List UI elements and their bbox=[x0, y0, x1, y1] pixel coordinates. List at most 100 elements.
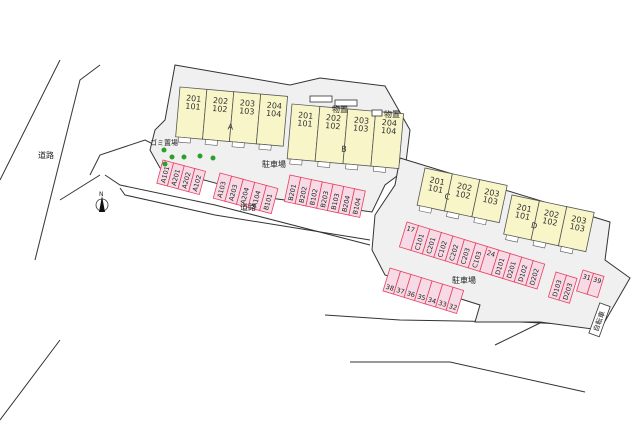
unit-upper: 201 bbox=[186, 94, 202, 104]
garbage-label: ゴミ置場 bbox=[150, 138, 178, 147]
unit-upper: 202 bbox=[326, 113, 342, 123]
parking-stall: D201 bbox=[502, 253, 523, 283]
parking-stall: B104 bbox=[348, 188, 366, 218]
svg-text:B102: B102 bbox=[308, 188, 319, 206]
unit-lower: 103 bbox=[239, 106, 255, 116]
parking-stall: C102 bbox=[433, 232, 454, 262]
svg-text:33: 33 bbox=[437, 299, 447, 309]
bicycle-parking: 自転車 bbox=[588, 302, 611, 338]
unit-lower: 101 bbox=[514, 210, 531, 222]
storage-label-1: 物置 bbox=[332, 104, 348, 114]
road-label-center: 道路 bbox=[240, 202, 256, 212]
unit-lower: 102 bbox=[212, 104, 228, 114]
unit-upper: 202 bbox=[543, 208, 560, 220]
unit-upper: 201 bbox=[298, 111, 314, 121]
unit-upper: 202 bbox=[456, 181, 473, 193]
unit-lower: 101 bbox=[185, 102, 201, 112]
parking-stall: A101 bbox=[156, 159, 175, 187]
parking-stall: D202 bbox=[525, 260, 546, 290]
svg-text:B204: B204 bbox=[341, 195, 352, 213]
parking-stall: A102 bbox=[188, 168, 206, 196]
parking-stall: 32 bbox=[445, 286, 465, 314]
svg-text:34: 34 bbox=[427, 296, 437, 306]
parking-label-ab: 駐車場 bbox=[262, 159, 286, 169]
svg-text:31: 31 bbox=[582, 272, 592, 282]
unit-upper: 202 bbox=[213, 96, 229, 106]
unit-upper: 203 bbox=[353, 115, 369, 125]
svg-text:32: 32 bbox=[448, 302, 458, 312]
trees bbox=[161, 147, 216, 167]
svg-text:B103: B103 bbox=[330, 193, 341, 211]
unit-lower: 101 bbox=[427, 183, 444, 195]
parking-stall: D102 bbox=[513, 256, 534, 286]
parking-stall: C202 bbox=[444, 235, 465, 265]
svg-text:39: 39 bbox=[592, 276, 602, 286]
svg-text:37: 37 bbox=[395, 286, 405, 296]
unit-lower: 102 bbox=[541, 216, 558, 228]
svg-text:36: 36 bbox=[406, 289, 416, 299]
unit-lower: 102 bbox=[454, 189, 471, 201]
road-lines bbox=[0, 59, 586, 421]
svg-text:24: 24 bbox=[486, 249, 496, 259]
unit-lower: 103 bbox=[569, 222, 586, 234]
unit-upper: 201 bbox=[516, 202, 533, 214]
parking-stall: 39 bbox=[586, 272, 605, 298]
unit-upper: 204 bbox=[381, 118, 397, 128]
parking-stall: C203 bbox=[456, 239, 477, 269]
unit-lower: 103 bbox=[482, 195, 499, 207]
building-name: B bbox=[341, 144, 347, 153]
svg-text:B201: B201 bbox=[287, 183, 298, 201]
svg-text:N: N bbox=[99, 191, 104, 198]
storage-label-2: 物置 bbox=[384, 109, 400, 119]
svg-text:B104: B104 bbox=[351, 197, 362, 215]
unit-upper: 204 bbox=[266, 101, 282, 111]
building-name: A bbox=[227, 122, 234, 131]
svg-text:38: 38 bbox=[385, 283, 395, 293]
svg-text:17: 17 bbox=[406, 224, 416, 234]
parking-stall: A103 bbox=[212, 172, 233, 202]
unit-lower: 104 bbox=[381, 126, 397, 136]
parking-stall: D101 bbox=[490, 249, 511, 279]
building-name: D bbox=[530, 221, 538, 231]
svg-text:B203: B203 bbox=[319, 190, 330, 208]
unit-upper: 203 bbox=[239, 98, 255, 108]
unit-lower: 101 bbox=[297, 119, 313, 129]
road-label-left: 道路 bbox=[38, 150, 54, 160]
unit-upper: 203 bbox=[571, 214, 588, 226]
svg-text:35: 35 bbox=[416, 292, 426, 302]
parking-stall: A204 bbox=[235, 178, 256, 208]
unit-upper: 201 bbox=[429, 175, 446, 187]
parking-stall: D103 bbox=[547, 271, 568, 301]
unit-lower: 104 bbox=[266, 109, 282, 119]
parking-stall: A203 bbox=[224, 175, 244, 205]
parking-label-cd: 駐車場 bbox=[452, 275, 476, 285]
svg-text:B202: B202 bbox=[298, 186, 309, 204]
parking-stall: C201 bbox=[421, 228, 442, 258]
parking-stall: D203 bbox=[558, 274, 578, 304]
